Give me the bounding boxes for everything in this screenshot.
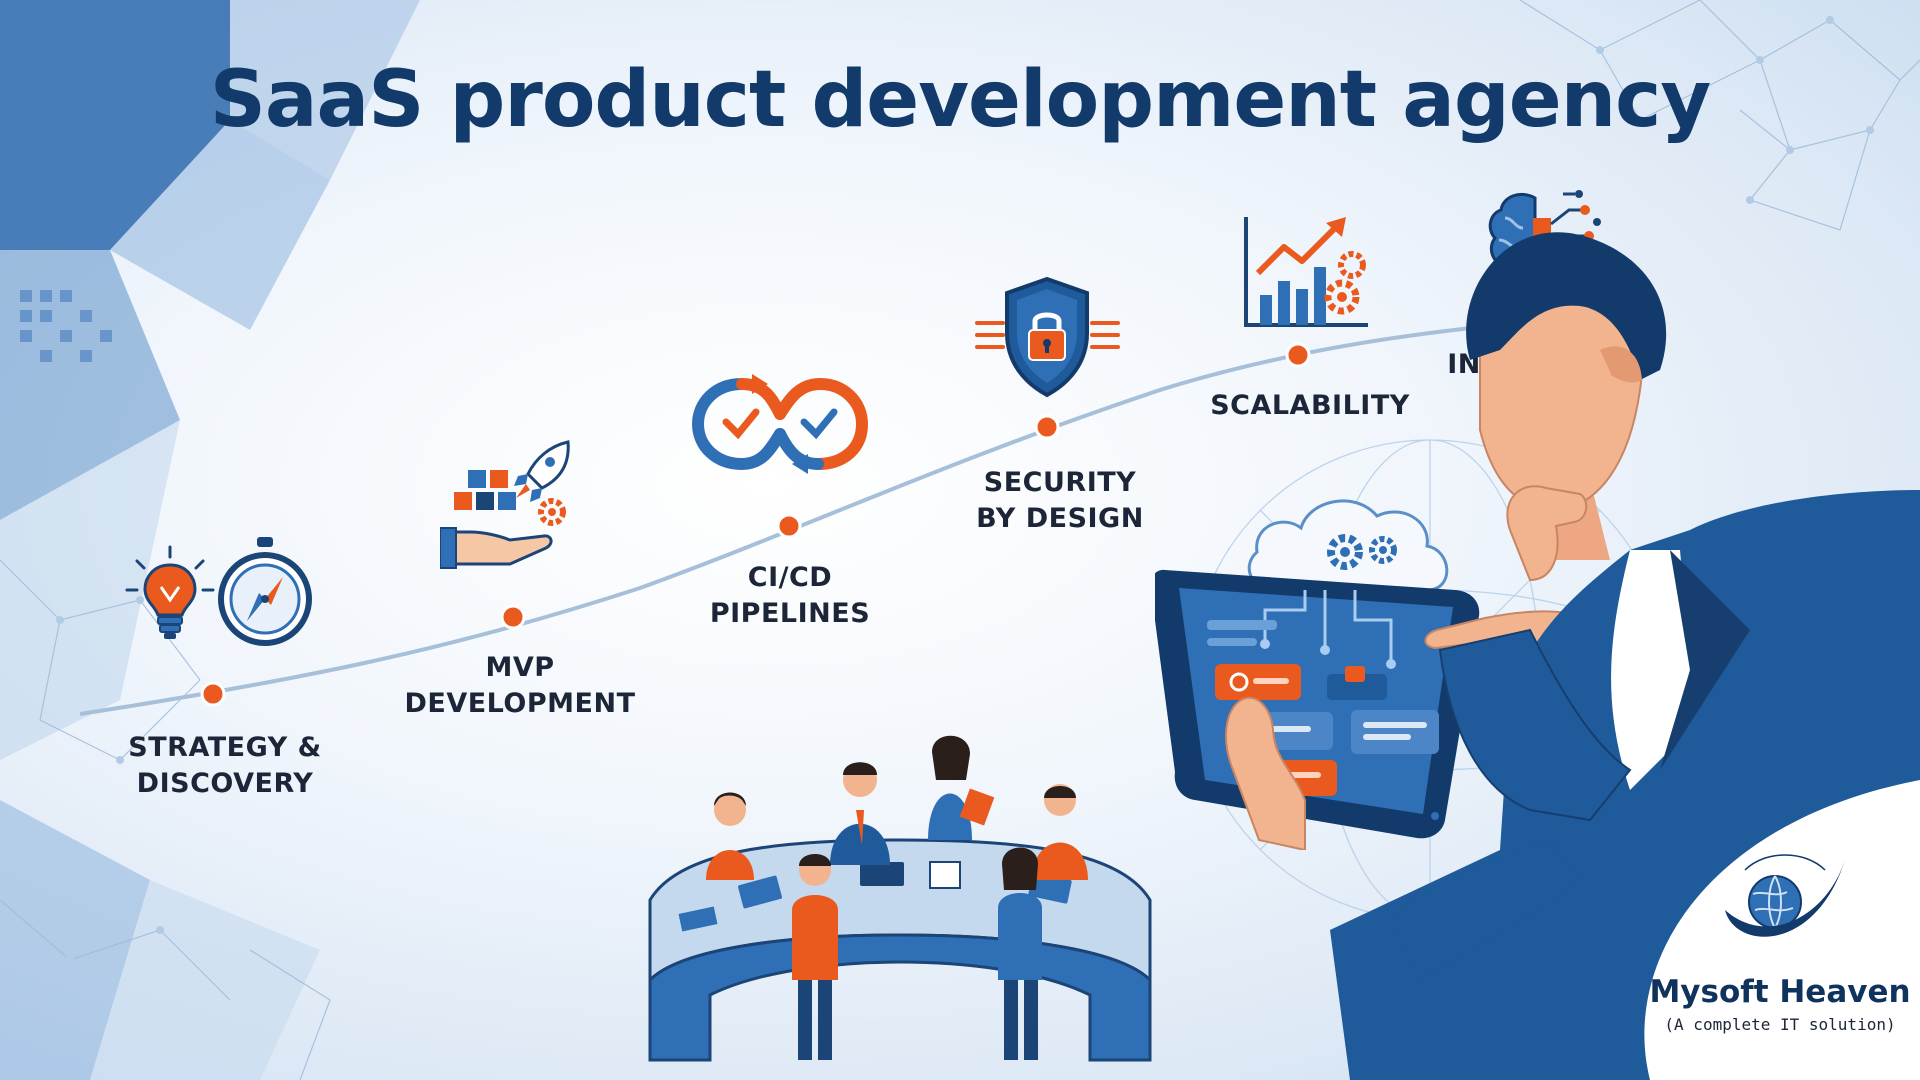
lightbulb-icon — [125, 545, 215, 639]
logo-name: Mysoft Heaven — [1649, 974, 1911, 1010]
milestone-dot-cicd — [776, 513, 802, 539]
person-front-left — [792, 854, 838, 1060]
milestone-dot-mvp — [500, 604, 526, 630]
logo-tagline: (A complete IT solution) — [1664, 1015, 1896, 1034]
team-meeting-illustration — [648, 735, 1152, 1062]
milestone-dot-strategy — [200, 681, 226, 707]
step-label-scalability: SCALABILITY — [1210, 390, 1410, 421]
cloud-gears-icon — [1247, 499, 1449, 592]
logo-emblem — [1725, 854, 1845, 937]
milestone-dot-scalability — [1285, 342, 1311, 368]
rocket-hand-icon — [440, 440, 570, 569]
person-center — [830, 762, 890, 865]
person-front-right — [998, 847, 1042, 1060]
compass-icon — [218, 537, 312, 646]
tablet-illustration — [1155, 499, 1605, 850]
shield-lock-icon — [975, 276, 1120, 398]
cicd-loop-icon — [691, 374, 869, 474]
growth-chart-icon — [1244, 217, 1368, 327]
step-label-strategy: STRATEGY &DISCOVERY — [128, 732, 322, 799]
milestone-dot-security — [1034, 414, 1060, 440]
person-standing-top — [928, 735, 995, 840]
person-right — [1032, 784, 1088, 880]
person-left — [706, 792, 754, 880]
page-title: SaaS product development agency — [209, 55, 1711, 145]
